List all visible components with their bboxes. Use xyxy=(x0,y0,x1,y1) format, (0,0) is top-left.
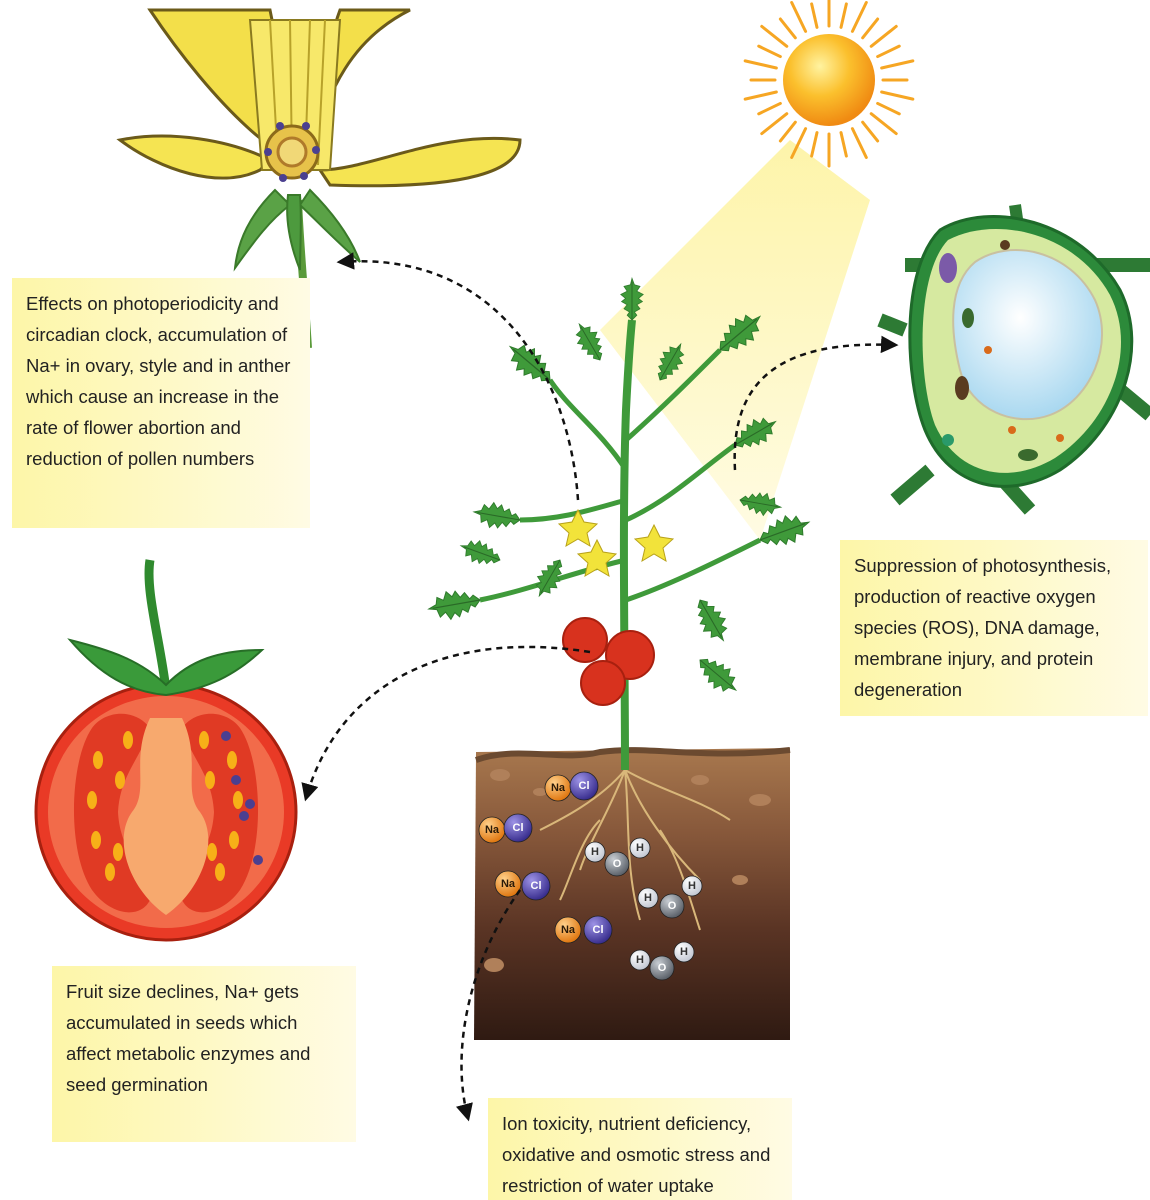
sun-icon xyxy=(745,0,913,166)
hydrogen-ion-label: H xyxy=(680,946,688,958)
plant-cell-illustration xyxy=(880,205,1150,510)
caption-soil-effects: Ion toxicity, nutrient deficiency, oxida… xyxy=(488,1098,792,1200)
chloride-ion-label: Cl xyxy=(513,822,524,834)
sodium-ion-label: Na xyxy=(501,878,516,890)
oxygen-ion-label: O xyxy=(613,858,622,870)
sodium-ion-label: Na xyxy=(485,824,500,836)
hydrogen-ion-label: H xyxy=(591,846,599,858)
hydrogen-ion-label: H xyxy=(644,892,652,904)
caption-flower-effects: Effects on photoperiodicity and circadia… xyxy=(12,278,310,528)
oxygen-ion-label: O xyxy=(658,962,667,974)
sodium-ion-label: Na xyxy=(551,782,566,794)
oxygen-ion-label: O xyxy=(668,900,677,912)
soil-block xyxy=(474,748,790,1040)
sodium-ion-label: Na xyxy=(561,924,576,936)
hydrogen-ion-label: H xyxy=(688,880,696,892)
tomato-fruit-illustration xyxy=(36,560,296,940)
chloride-ion-label: Cl xyxy=(593,924,604,936)
chloride-ion-label: Cl xyxy=(579,780,590,792)
caption-cell-effects: Suppression of photosynthesis, productio… xyxy=(840,540,1148,716)
chloride-ion-label: Cl xyxy=(531,880,542,892)
hydrogen-ion-label: H xyxy=(636,842,644,854)
caption-fruit-effects: Fruit size declines, Na+ gets accumulate… xyxy=(52,966,356,1142)
hydrogen-ion-label: H xyxy=(636,954,644,966)
